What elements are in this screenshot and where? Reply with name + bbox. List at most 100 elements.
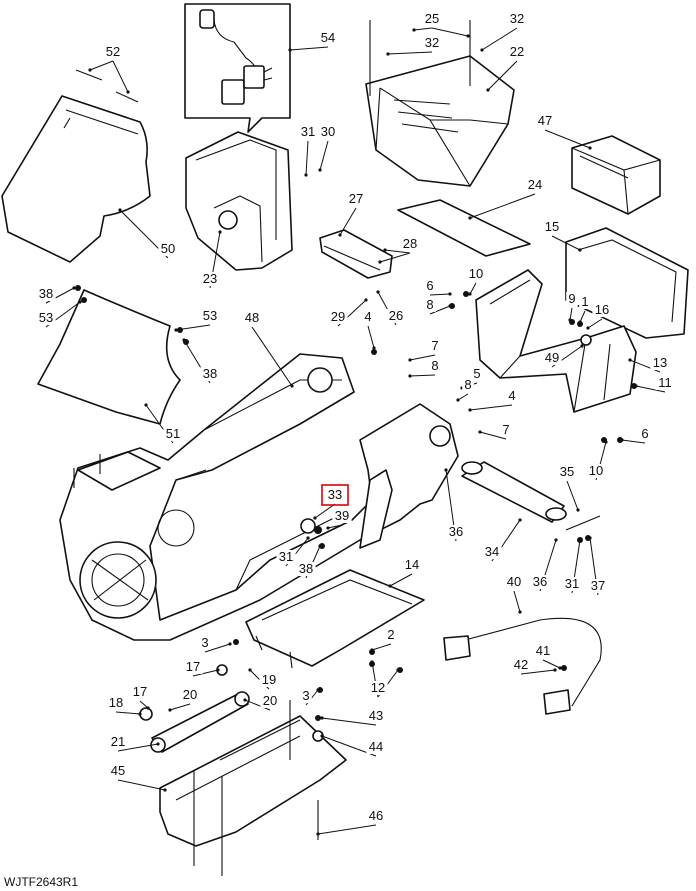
label-backdrop: [511, 658, 531, 672]
leader-line: [469, 282, 477, 295]
leader-tip: [578, 538, 582, 542]
label-backdrop: [471, 367, 483, 381]
leader-line: [89, 60, 114, 71]
leader-line: [479, 431, 507, 440]
callout-number: 13: [653, 355, 667, 370]
callout-number: 39: [335, 508, 349, 523]
leader-tip: [388, 584, 392, 588]
label-backdrop: [482, 545, 502, 559]
callout-number: 17: [186, 659, 200, 674]
callout-number: 4: [508, 388, 515, 403]
callout-36: 36: [444, 468, 466, 542]
leader-line: [429, 305, 451, 315]
leader-tip: [338, 233, 342, 237]
label-backdrop: [507, 45, 527, 59]
callout-number: 32: [425, 35, 439, 50]
part-27-bracket: [319, 229, 393, 279]
leader-line: [139, 700, 149, 709]
leader-tip: [72, 286, 76, 290]
label-backdrop: [158, 242, 178, 256]
part-40-handle: [443, 617, 602, 715]
callout-number: 44: [369, 739, 383, 754]
label-backdrop: [368, 681, 388, 695]
callout-4: 4: [362, 309, 376, 350]
callout-number: 24: [528, 177, 542, 192]
leader-line: [192, 669, 219, 677]
label-backdrop: [592, 303, 612, 317]
callout-number: 38: [203, 366, 217, 381]
callout-8: 8: [456, 377, 474, 402]
callout-number: 52: [106, 44, 120, 59]
callout-number: 1: [581, 294, 588, 309]
leader-tip: [456, 398, 460, 402]
callout-number: 23: [203, 271, 217, 286]
callout-number: 27: [349, 191, 363, 206]
label-backdrop: [429, 359, 441, 373]
leader-tip: [408, 358, 412, 362]
leader-tip: [326, 526, 330, 530]
leader-line: [457, 393, 469, 401]
label-backdrop: [507, 12, 527, 26]
part-24-mat: [397, 199, 531, 257]
label-backdrop: [650, 356, 670, 370]
leader-line: [513, 590, 521, 613]
callout-20: 20: [243, 693, 280, 711]
part-51-shield: [37, 289, 181, 425]
callout-43: 43: [320, 708, 386, 726]
leader-line: [409, 354, 436, 361]
callout-8: 8: [408, 358, 441, 378]
callout-46: 46: [316, 808, 386, 836]
leader-tip: [554, 538, 558, 542]
leader-line: [319, 140, 329, 171]
part-45-base: [159, 700, 347, 876]
leader-tip: [306, 536, 310, 540]
callout-31: 31: [562, 538, 582, 594]
leader-tip: [480, 48, 484, 52]
label-backdrop: [108, 735, 128, 749]
leader-tip: [313, 516, 317, 520]
callout-number: 36: [449, 524, 463, 539]
leader-tip: [448, 292, 452, 296]
callout-53: 53: [174, 308, 220, 332]
callout-45: 45: [108, 763, 167, 792]
callout-number: 6: [426, 278, 433, 293]
callout-number: 21: [111, 734, 125, 749]
leader-tip: [468, 408, 472, 412]
leader-tip: [588, 536, 592, 540]
callout-53: 53: [36, 300, 82, 328]
part-50-shield: [1, 95, 151, 263]
part-22-housing: [365, 20, 515, 187]
leader-line: [389, 573, 413, 587]
callout-number: 50: [161, 241, 175, 256]
callout-number: 53: [203, 308, 217, 323]
leader-line: [117, 779, 166, 791]
leader-tip: [468, 292, 472, 296]
callout-number: 7: [431, 338, 438, 353]
leader-tip: [88, 68, 92, 72]
callout-number: 33: [328, 487, 342, 502]
leader-line: [409, 374, 436, 377]
leader-line: [566, 480, 579, 511]
callout-6: 6: [620, 426, 651, 444]
callout-16: 16: [586, 302, 612, 330]
callout-number: 8: [464, 377, 471, 392]
part-23-bracket: [185, 131, 293, 271]
leader-line: [367, 325, 375, 349]
leader-line: [579, 310, 586, 323]
label-backdrop: [386, 309, 406, 323]
callout-3: 3: [300, 688, 320, 706]
leader-line: [569, 307, 573, 321]
callout-number: 40: [507, 574, 521, 589]
highlight-box: [321, 484, 349, 506]
label-backdrop: [318, 125, 338, 139]
drawing-code: WJTF2643R1: [4, 875, 78, 889]
callout-7: 7: [408, 338, 441, 362]
callout-number: 11: [658, 375, 672, 390]
callout-number: 10: [469, 266, 483, 281]
label-backdrop: [108, 764, 128, 778]
label-backdrop: [332, 509, 352, 523]
callout-number: 43: [369, 708, 383, 723]
callout-17: 17: [183, 659, 220, 677]
callout-14: 14: [388, 557, 422, 588]
